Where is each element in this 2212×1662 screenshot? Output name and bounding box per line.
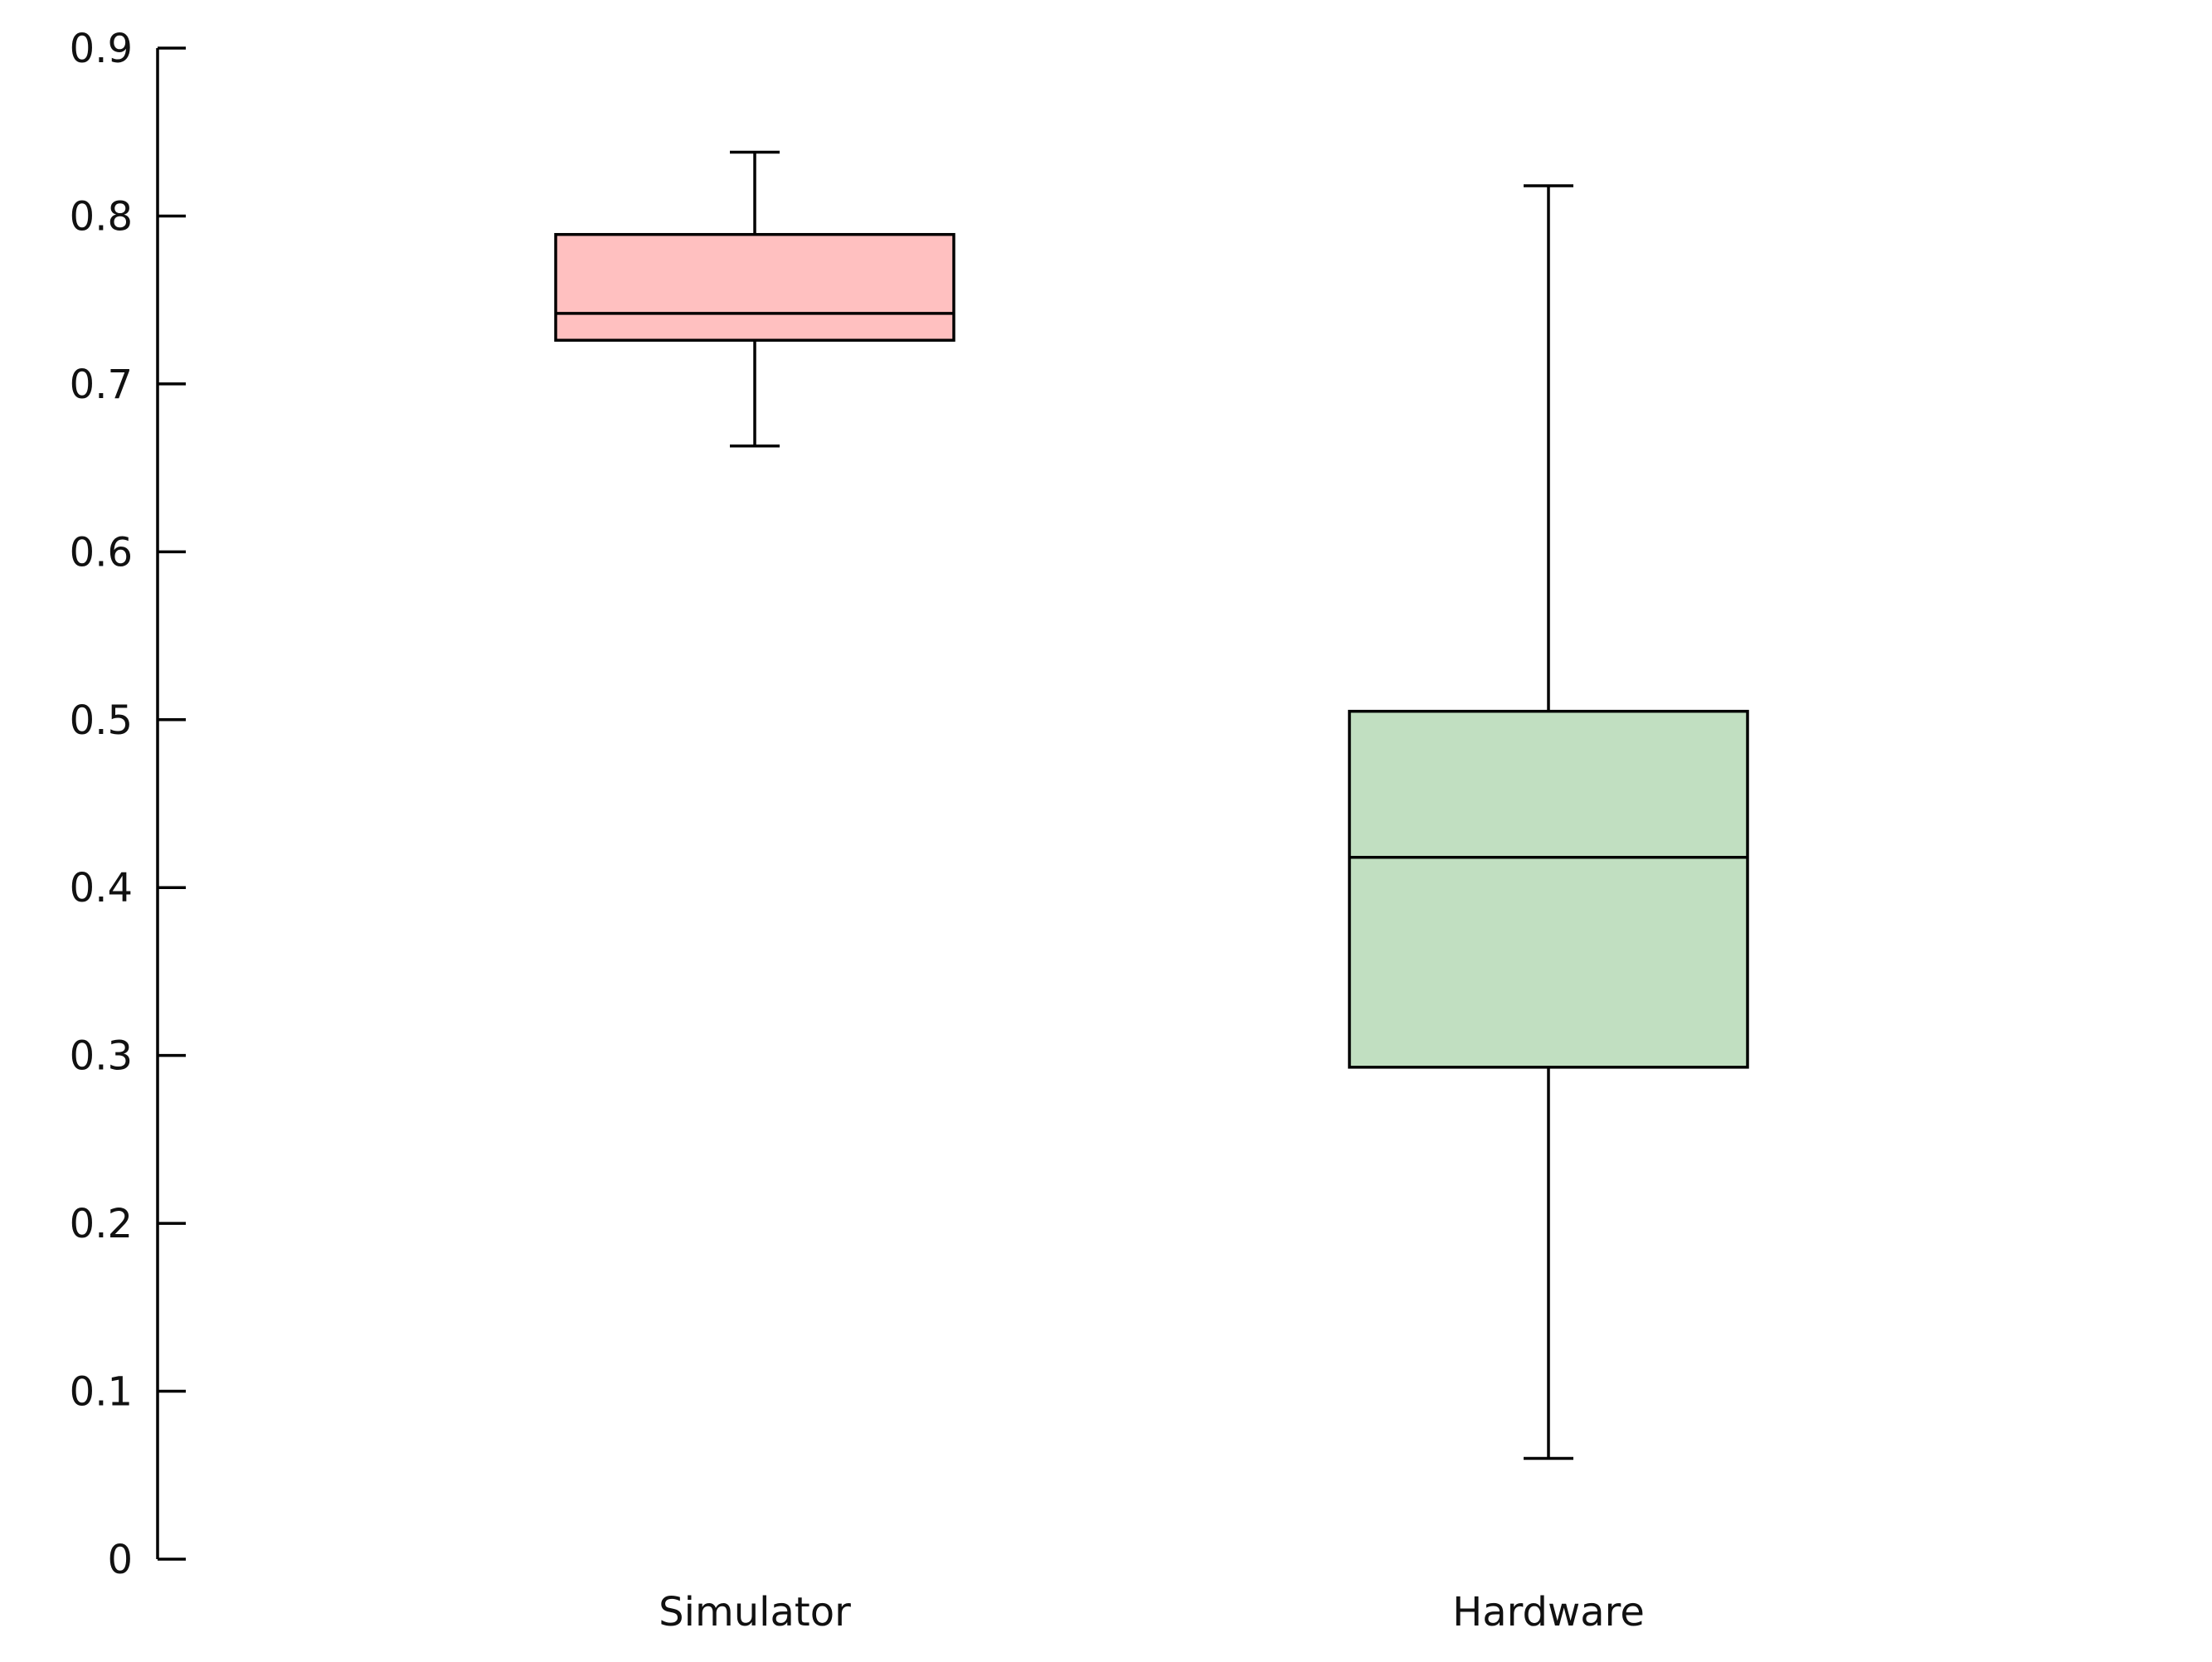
y-tick-label: 0 — [107, 1537, 133, 1583]
plot-area — [554, 150, 1749, 1460]
y-tick-label: 0.9 — [70, 26, 133, 72]
y-tick-label: 0.1 — [70, 1369, 133, 1416]
y-tick-label: 0.4 — [70, 865, 133, 911]
iqr-box — [554, 232, 955, 343]
x-tick-label: Hardware — [1452, 1589, 1645, 1635]
y-tick-label: 0.3 — [70, 1033, 133, 1080]
y-tick-label: 0.2 — [70, 1201, 133, 1247]
x-axis: Simulator Hardware — [659, 1589, 1645, 1635]
y-tick-label: 0.5 — [70, 697, 133, 744]
x-tick-label: Simulator — [659, 1589, 851, 1635]
y-tick-label: 0.8 — [70, 193, 133, 240]
box-simulator — [554, 150, 955, 448]
y-tick-label: 0.7 — [70, 362, 133, 408]
y-tick-label: 0.6 — [70, 529, 133, 576]
iqr-box — [1348, 709, 1749, 1069]
box-hardware — [1348, 184, 1749, 1460]
y-axis: 0 0.1 0.2 0.3 0.4 0.5 0.6 0.7 0.8 0.9 — [70, 26, 186, 1583]
